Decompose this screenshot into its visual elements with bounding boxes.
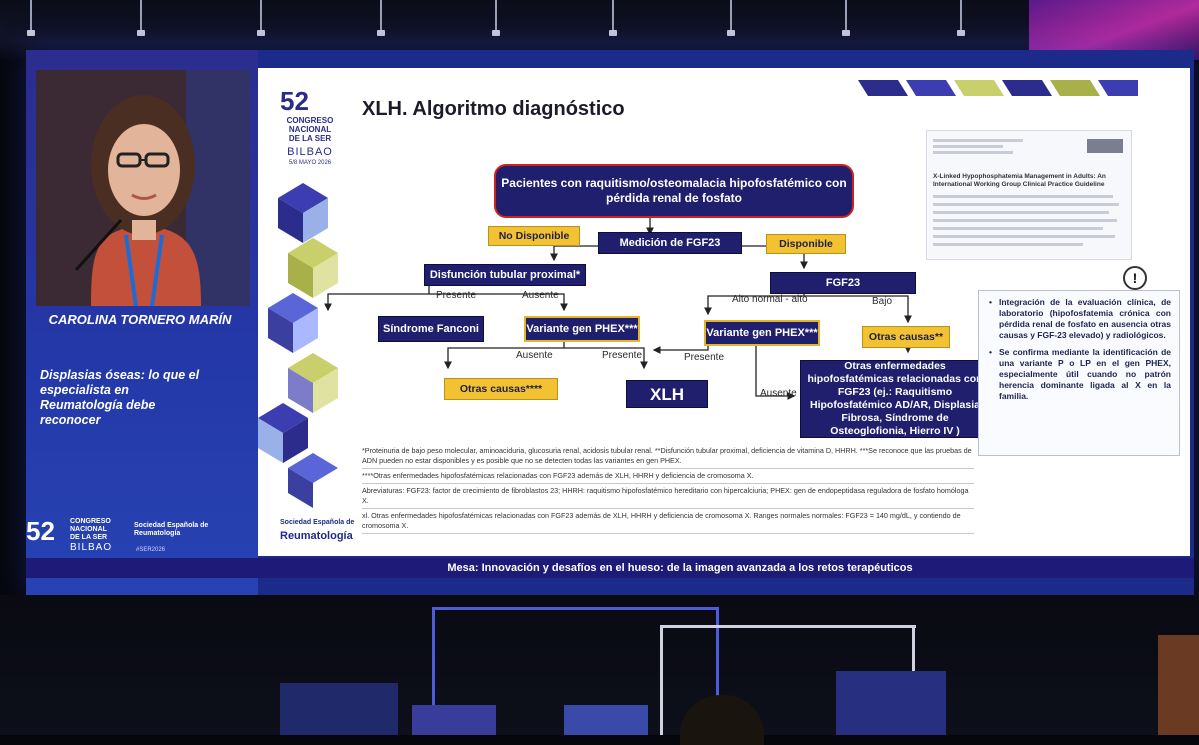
congress-logo-number: 52 xyxy=(280,86,309,116)
congress-city: BILBAO xyxy=(287,146,333,158)
stage-cube xyxy=(564,705,648,735)
audience-head xyxy=(680,695,764,745)
not-available-label: No Disponible xyxy=(488,226,580,246)
footnote: ****Otras enfermedades hipofosfatémicas … xyxy=(362,469,974,484)
projection-screen: CAROLINA TORNERO MARÍN Displasias óseas:… xyxy=(26,50,1194,595)
other-causes-right-box: Otras causas** xyxy=(862,326,950,348)
stage xyxy=(0,595,1199,745)
congress-logo-city: BILBAO xyxy=(70,542,113,553)
stage-structure xyxy=(432,607,435,707)
decorative-strip xyxy=(858,80,1138,96)
edge-label-present-3: Presente xyxy=(684,352,725,363)
speaker-portrait xyxy=(36,70,250,306)
session-title: Mesa: Innovación y desafíos en el hueso:… xyxy=(447,562,913,574)
congress-dates: 5/8 MAYO 2026 xyxy=(288,160,332,166)
congress-logo-number: 52 xyxy=(26,516,55,546)
tubular-dysfunction-box: Disfunción tubular proximal* xyxy=(424,264,586,286)
available-label: Disponible xyxy=(766,234,846,254)
society-logo-name: Reumatología xyxy=(280,530,353,542)
fgf23-measurement-box: Medición de FGF23 xyxy=(598,232,742,254)
info-point: Integración de la evaluación clínica, de… xyxy=(989,297,1171,341)
talk-title: Displasias óseas: lo que el especialista… xyxy=(40,368,200,427)
ceiling-light xyxy=(377,0,385,36)
ceiling-light xyxy=(957,0,965,36)
footnote: Abreviaturas: FGF23: factor de crecimien… xyxy=(362,484,974,509)
info-point: Se confirma mediante la identificación d… xyxy=(989,347,1171,402)
ceiling-light xyxy=(137,0,145,36)
speaker-panel: CAROLINA TORNERO MARÍN Displasias óseas:… xyxy=(26,50,258,595)
start-box: Pacientes con raquitismo/osteomalacia hi… xyxy=(494,164,854,218)
other-diseases-box: Otras enfermedades hipofosfatémicas rela… xyxy=(800,360,990,438)
decorative-cubes xyxy=(258,68,338,556)
stage-cube xyxy=(836,671,946,735)
xlh-box: XLH xyxy=(626,380,708,408)
ceiling-light xyxy=(492,0,500,36)
stage-structure xyxy=(432,607,718,610)
footnotes: *Proteinuria de bajo peso molecular, ami… xyxy=(362,444,974,540)
footnote: *Proteinuria de bajo peso molecular, ami… xyxy=(362,444,974,469)
ceiling-light xyxy=(609,0,617,36)
edge-label-present-2: Presente xyxy=(602,350,643,361)
paper-title: X-Linked Hypophosphatemia Management in … xyxy=(933,173,1106,188)
speaker-video xyxy=(36,70,250,306)
journal-logo xyxy=(1087,139,1123,153)
ceiling-light xyxy=(727,0,735,36)
stage-cube xyxy=(280,683,398,735)
stage-structure xyxy=(660,625,663,735)
edge-label-low: Bajo xyxy=(872,296,893,307)
edge-label-absent: Ausente xyxy=(522,290,559,301)
guideline-paper-thumbnail: X-Linked Hypophosphatemia Management in … xyxy=(926,130,1132,260)
edge-label-absent-2: Ausente xyxy=(516,350,553,361)
ceiling-light xyxy=(27,0,35,36)
ceiling-light xyxy=(842,0,850,36)
hashtag: #SER2026 xyxy=(136,547,166,553)
society-logo-line: Sociedad Española de xyxy=(280,519,355,526)
edge-label-high: Alto normal - alto xyxy=(732,294,808,305)
other-causes-left-box: Otras causas**** xyxy=(444,378,558,400)
info-box: Integración de la evaluación clínica, de… xyxy=(978,290,1180,456)
lectern xyxy=(1158,635,1199,735)
fgf23-result-box: FGF23 xyxy=(770,272,916,294)
slide-title: XLH. Algoritmo diagnóstico xyxy=(362,98,625,120)
edge-label-absent-3: Ausente xyxy=(760,388,797,399)
ceiling-light xyxy=(257,0,265,36)
fanconi-box: Síndrome Fanconi xyxy=(378,316,484,342)
stage-structure xyxy=(660,625,916,628)
speaker-name: CAROLINA TORNERO MARÍN xyxy=(48,312,232,327)
stage-structure xyxy=(716,607,719,707)
edge-label-present: Presente xyxy=(436,290,477,301)
phex-variant-left-box: Variante gen PHEX*** xyxy=(524,316,640,342)
footnote: xl. Otras enfermedades hipofosfatémicas … xyxy=(362,509,974,534)
session-bar: Mesa: Innovación y desafíos en el hueso:… xyxy=(26,558,1194,578)
warning-icon: ! xyxy=(1123,266,1147,290)
phex-variant-right-box: Variante gen PHEX*** xyxy=(704,320,820,346)
stage-cube xyxy=(412,705,496,735)
